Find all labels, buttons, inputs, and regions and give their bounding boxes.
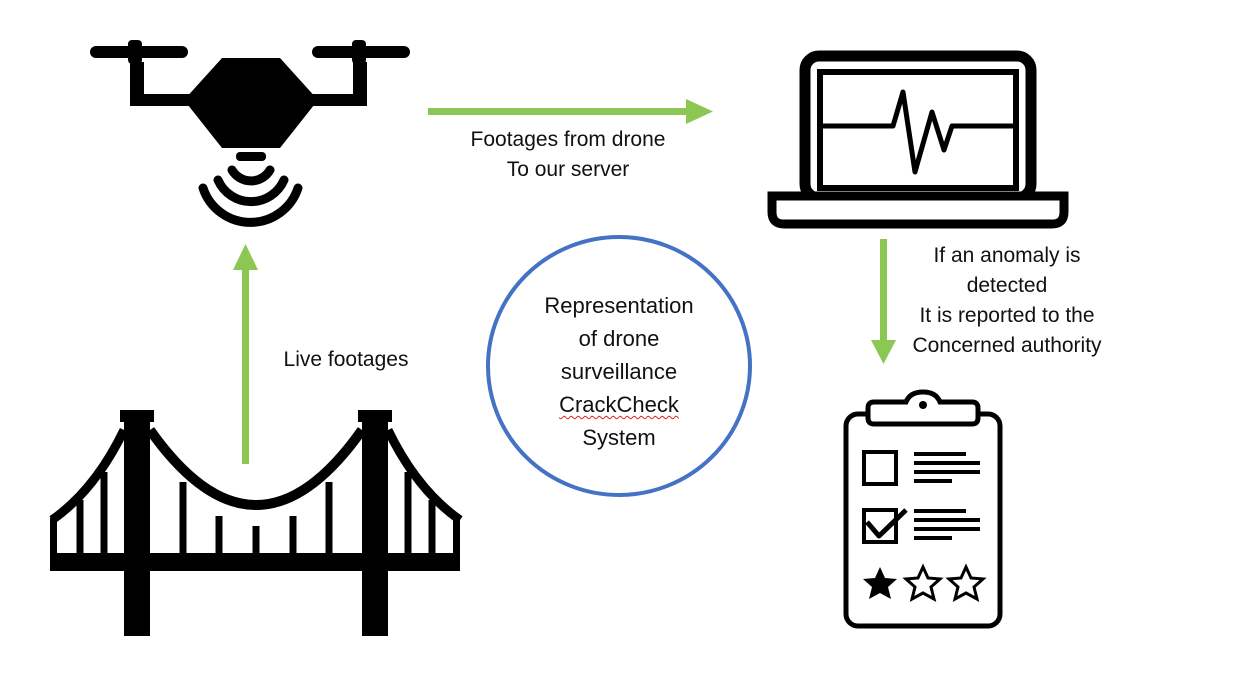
circle-line: System (582, 425, 656, 450)
circle-line: of drone (578, 326, 660, 351)
label-line: To our server (506, 158, 630, 181)
label-anomaly: If an anomaly is detected It is reported… (892, 241, 1122, 361)
label-line: detected (966, 274, 1048, 297)
label-line: It is reported to the (919, 304, 1095, 327)
arrow-bridge-to-drone (233, 244, 258, 464)
laptop-monitor-icon (767, 50, 1069, 229)
arrow-drone-to-server (428, 99, 713, 124)
circle-line: surveillance (560, 359, 678, 384)
label-line: If an anomaly is (933, 244, 1081, 267)
center-circle (486, 235, 752, 497)
drone-icon (90, 40, 410, 227)
clipboard-checklist-icon (843, 389, 1003, 629)
circle-line: CrackCheck (519, 388, 719, 421)
label-line: Concerned authority (912, 334, 1102, 357)
label-live-footage: Live footages (276, 345, 416, 375)
label-line: Footages from drone (470, 128, 666, 151)
circle-line: Representation (544, 293, 694, 318)
circle-line-crackcheck: CrackCheck (559, 392, 679, 417)
circle-caption: Representation of drone surveillance Cra… (519, 289, 719, 454)
arrow-server-to-authority (871, 239, 896, 364)
label-drone-to-server: Footages from drone To our server (448, 125, 688, 185)
label-line: Live footages (283, 348, 409, 371)
bridge-icon (49, 410, 463, 636)
